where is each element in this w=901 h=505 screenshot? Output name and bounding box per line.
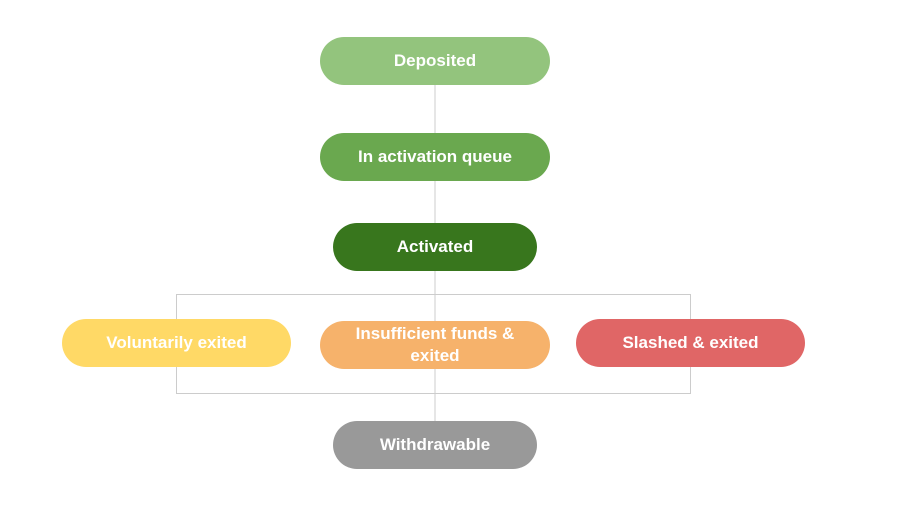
state-activated: Activated: [333, 223, 537, 271]
state-deposited: Deposited: [320, 37, 550, 85]
state-voluntarily-exited: Voluntarily exited: [62, 319, 291, 367]
state-slashed-exited: Slashed & exited: [576, 319, 805, 367]
state-insufficient-funds-exited-label: Insufficient funds & exited: [355, 324, 515, 365]
state-deposited-label: Deposited: [393, 51, 477, 70]
state-withdrawable: Withdrawable: [333, 421, 537, 469]
state-voluntarily-exited-label: Voluntarily exited: [106, 333, 247, 352]
state-slashed-exited-label: Slashed & exited: [622, 333, 759, 352]
state-insufficient-funds-exited: Insufficient funds & exited: [320, 321, 550, 369]
state-activated-label: Activated: [396, 237, 474, 256]
state-withdrawable-label: Withdrawable: [379, 435, 491, 454]
state-in-activation-queue-label: In activation queue: [358, 147, 512, 166]
state-in-activation-queue: In activation queue: [320, 133, 550, 181]
